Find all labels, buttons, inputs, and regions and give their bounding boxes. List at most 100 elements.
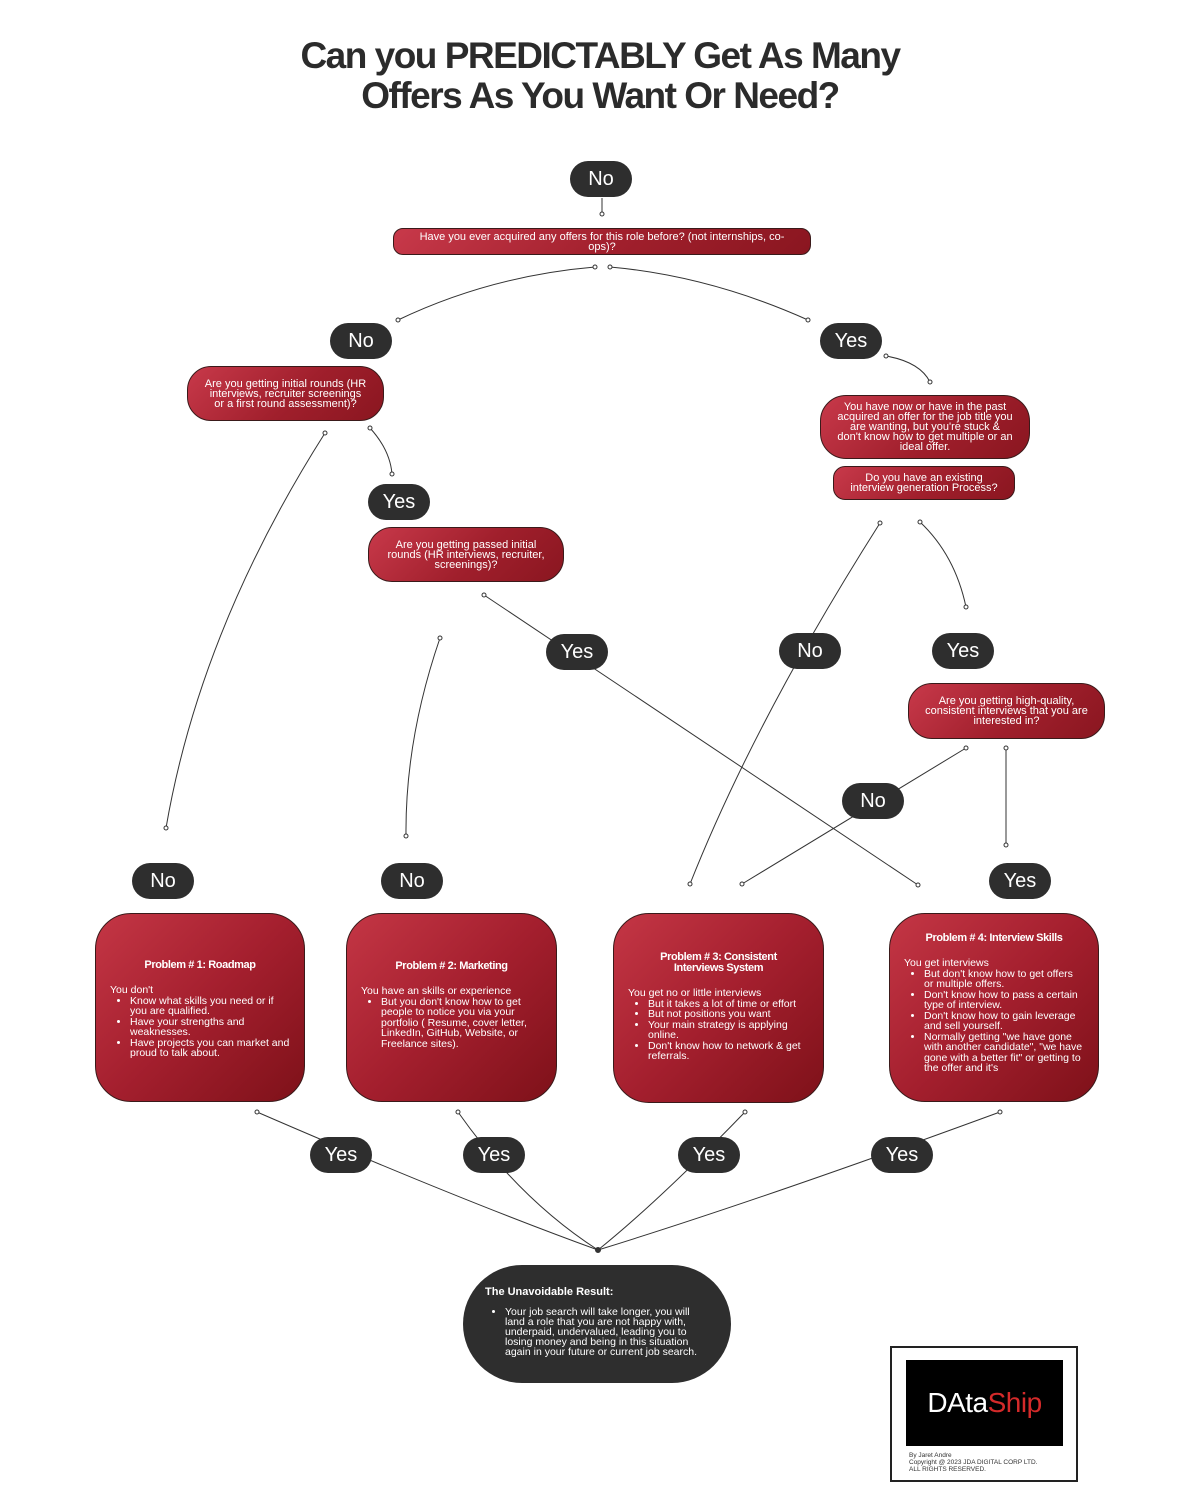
connector-dot bbox=[1003, 745, 1009, 751]
list-item: Don't know how to pass a certain type of… bbox=[924, 989, 1084, 1011]
problem-title: Problem # 3: Consistent Interviews Syste… bbox=[660, 951, 777, 974]
list-item: Your job search will take longer, you wi… bbox=[505, 1307, 703, 1358]
connector-dot bbox=[592, 264, 598, 270]
connector bbox=[369, 427, 393, 475]
pill-right-yes: Yes bbox=[820, 323, 882, 359]
connector-dot bbox=[883, 353, 889, 359]
connector-dot bbox=[739, 881, 745, 887]
connector bbox=[165, 432, 326, 829]
list-item: But you don't know how to get people to … bbox=[381, 996, 542, 1050]
problem-title: Problem # 4: Interview Skills bbox=[925, 932, 1063, 944]
connector bbox=[457, 1111, 599, 1251]
connector-dot bbox=[395, 317, 401, 323]
connector-dot bbox=[927, 379, 933, 385]
list-item: Your main strategy is applying online. bbox=[648, 1019, 809, 1041]
list-item: Don't know how to network & get referral… bbox=[648, 1040, 809, 1062]
connector-dot bbox=[877, 520, 883, 526]
list-item: But don't know how to get offers or mult… bbox=[924, 968, 1084, 990]
problem-lead: You don't bbox=[110, 984, 154, 996]
problem-1-roadmap: Problem # 1: Roadmap You don't Know what… bbox=[95, 913, 305, 1102]
question-existing-process: Do you have an existing interview genera… bbox=[833, 466, 1015, 500]
connector-dot bbox=[1003, 842, 1009, 848]
title-line-2: Offers As You Want Or Need? bbox=[361, 75, 840, 116]
question-initial-rounds: Are you getting initial rounds (HR inter… bbox=[187, 366, 384, 421]
connector-dot bbox=[322, 430, 328, 436]
result-title: The Unavoidable Result: bbox=[485, 1286, 614, 1298]
pill-passed-yes: Yes bbox=[546, 634, 608, 670]
list-item: Normally getting "we have gone with anot… bbox=[924, 1031, 1084, 1074]
problem-lead: You get interviews bbox=[904, 957, 989, 969]
connector-dot bbox=[389, 471, 395, 477]
pill-initial-yes: Yes bbox=[368, 484, 430, 520]
problem-lead: You get no or little interviews bbox=[628, 987, 762, 999]
list-item: Have projects you can market and proud t… bbox=[130, 1037, 290, 1059]
page-title: Can you PREDICTABLY Get As Many Offers A… bbox=[0, 36, 1200, 116]
pill-result-yes-1: Yes bbox=[310, 1137, 372, 1173]
pill-result-yes-4: Yes bbox=[871, 1137, 933, 1173]
connector-dot bbox=[742, 1109, 748, 1115]
question-passed-initial: Are you getting passed initial rounds (H… bbox=[368, 527, 564, 582]
pill-p4-yes: Yes bbox=[989, 863, 1051, 899]
connector bbox=[609, 266, 809, 321]
pill-result-yes-3: Yes bbox=[678, 1137, 740, 1173]
connector-dot bbox=[607, 264, 613, 270]
connector-dot bbox=[805, 317, 811, 323]
list-item: But it takes a lot of time or effort bbox=[648, 998, 809, 1010]
question-offers-before: Have you ever acquired any offers for th… bbox=[393, 228, 811, 255]
unavoidable-result: The Unavoidable Result: Your job search … bbox=[463, 1265, 731, 1383]
problem-lead: You have an skills or experience bbox=[361, 985, 512, 997]
connector bbox=[397, 266, 596, 321]
pill-left-no: No bbox=[330, 323, 392, 359]
problem-3-consistent-interviews: Problem # 3: Consistent Interviews Syste… bbox=[613, 913, 824, 1103]
list-item: Have your strengths and weaknesses. bbox=[130, 1016, 290, 1038]
connector bbox=[405, 637, 441, 837]
connector-dot bbox=[997, 1109, 1003, 1115]
pill-quality-no: No bbox=[842, 783, 904, 819]
connector bbox=[919, 521, 967, 608]
connector bbox=[256, 1111, 599, 1251]
question-high-quality: Are you getting high-quality, consistent… bbox=[908, 683, 1105, 739]
logo-text-white: DAta bbox=[927, 1387, 988, 1418]
connector-dot bbox=[455, 1109, 461, 1115]
connector bbox=[483, 594, 919, 886]
credit-author: By Jaret Andre bbox=[909, 1452, 952, 1459]
problem-4-interview-skills: Problem # 4: Interview Skills You get in… bbox=[889, 913, 1099, 1102]
credit-rights: ALL RIGHTS RESERVED. bbox=[909, 1466, 986, 1473]
connector-dot bbox=[963, 604, 969, 610]
pill-process-yes: Yes bbox=[932, 633, 994, 669]
connector bbox=[885, 355, 931, 383]
list-item: But not positions you want bbox=[648, 1009, 809, 1020]
title-line-1: Can you PREDICTABLY Get As Many bbox=[300, 35, 901, 76]
connector-dot bbox=[915, 882, 921, 888]
pill-result-yes-2: Yes bbox=[463, 1137, 525, 1173]
connector-dot bbox=[437, 635, 443, 641]
pill-start-no: No bbox=[570, 161, 632, 197]
connector-dot bbox=[917, 519, 923, 525]
list-item: Know what skills you need or if you are … bbox=[130, 995, 290, 1017]
connector-dot bbox=[963, 745, 969, 751]
logo-text-red: Ship bbox=[987, 1387, 1043, 1418]
pill-process-no: No bbox=[779, 633, 841, 669]
pill-p2-no: No bbox=[381, 863, 443, 899]
connector-dot bbox=[599, 211, 605, 217]
connector-dot bbox=[163, 825, 169, 831]
connector-dot bbox=[687, 881, 693, 887]
connector-dot bbox=[403, 833, 409, 839]
connector bbox=[597, 1111, 746, 1251]
connector bbox=[689, 522, 881, 885]
connector-dot bbox=[367, 425, 373, 431]
problem-2-marketing: Problem # 2: Marketing You have an skill… bbox=[346, 913, 557, 1102]
credit-copyright: Copyright @ 2023 JDA DIGITAL CORP LTD. bbox=[909, 1459, 1038, 1466]
question-past-offer: You have now or have in the past acquire… bbox=[820, 395, 1030, 459]
connector-dot bbox=[595, 1247, 601, 1253]
list-item: Don't know how to gain leverage and sell… bbox=[924, 1010, 1084, 1032]
connector-dot bbox=[254, 1109, 260, 1115]
problem-title: Problem # 2: Marketing bbox=[395, 960, 508, 972]
connector bbox=[597, 1111, 1001, 1251]
credits: By Jaret Andre Copyright @ 2023 JDA DIGI… bbox=[909, 1452, 1037, 1473]
problem-title: Problem # 1: Roadmap bbox=[144, 959, 256, 971]
pill-p1-no: No bbox=[132, 863, 194, 899]
connector-dot bbox=[481, 592, 487, 598]
